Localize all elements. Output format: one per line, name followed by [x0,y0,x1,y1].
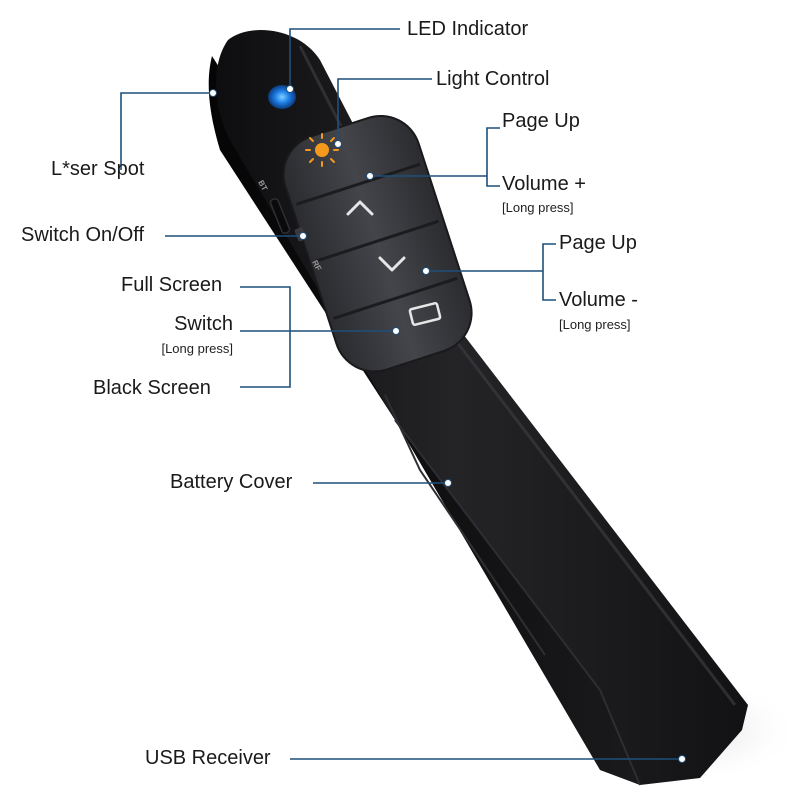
label-switch-on-off: Switch On/Off [21,224,145,246]
label-volume-minus: Volume - [559,289,638,311]
battery-cover-seam [384,394,546,656]
switch-mark-bt: BT [256,179,269,193]
callout-dots [209,85,686,763]
label-led-indicator: LED Indicator [407,18,529,40]
callout-laser-spot [120,92,212,170]
label-volume-plus-note: [Long press] [502,200,574,215]
callout-light-control [337,78,432,140]
chevron-down-icon[interactable] [378,256,406,272]
callout-lines [120,28,680,760]
label-switch-note: [Long press] [161,341,233,356]
device-top-face [216,29,748,785]
screen-rectangle-icon[interactable] [408,302,442,326]
callout-page-up-bottom [428,243,556,301]
dot-usb [678,755,686,763]
switch-mark-rf: RF [310,259,323,273]
dot-laser [209,89,217,97]
chevron-up-icon[interactable] [346,200,374,216]
dot-screen [392,327,400,335]
label-page-up-top: Page Up [502,110,580,132]
callout-page-up-top [372,127,500,187]
label-laser-spot: L*ser Spot [51,158,145,180]
label-full-screen: Full Screen [121,274,223,296]
button-panel [282,114,473,373]
label-page-up-bottom: Page Up [559,232,637,254]
presenter-device: BT RF [208,29,748,786]
label-battery-cover: Battery Cover [170,471,293,493]
device-edge-line [394,419,641,786]
label-usb-receiver: USB Receiver [145,747,271,769]
dot-switch [299,232,307,240]
callout-led-indicator [289,28,400,85]
callout-screen-switch [240,286,395,388]
dot-led [286,85,294,93]
dot-page-up-top [366,172,374,180]
label-light-control: Light Control [436,68,550,90]
label-black-screen: Black Screen [93,377,211,399]
dot-battery [444,479,452,487]
sun-icon[interactable] [305,133,339,167]
dot-light [334,140,342,148]
label-volume-minus-note: [Long press] [559,317,631,332]
label-switch: Switch [174,313,233,335]
label-volume-plus: Volume + [502,173,586,195]
dot-page-up-bottom [422,267,430,275]
